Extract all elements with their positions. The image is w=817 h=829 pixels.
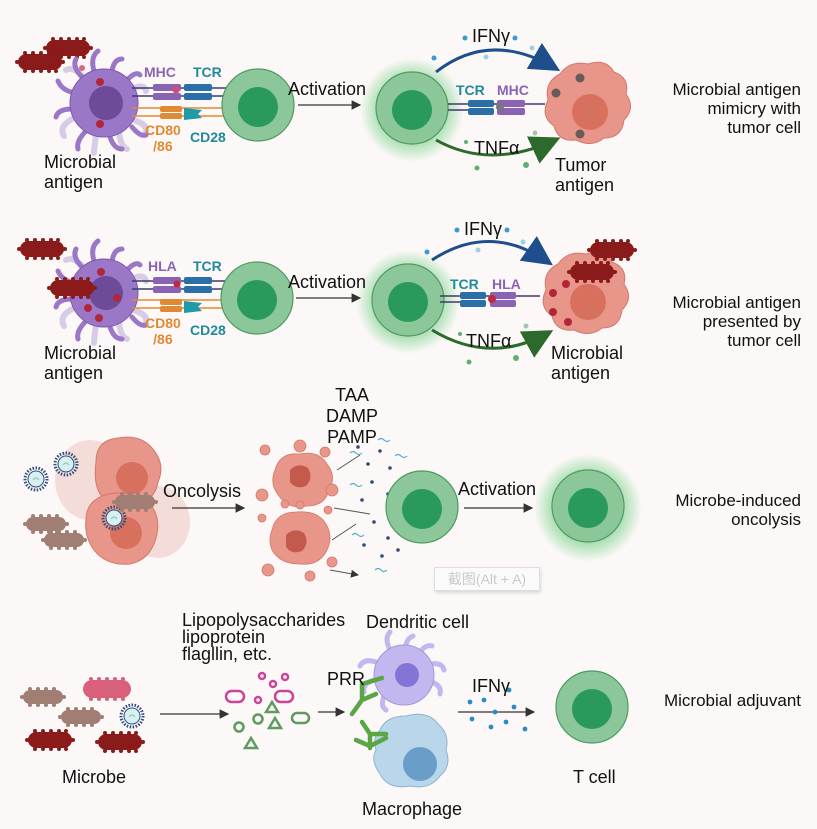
tcr-label: TCR bbox=[193, 258, 222, 274]
cd80-86-label: CD80 /86 bbox=[145, 122, 181, 154]
hla-label: HLA bbox=[148, 258, 177, 274]
microbial-antigen-label: Microbial antigen bbox=[44, 343, 117, 383]
panel-3-caption: Microbe-induced oncolysis bbox=[675, 491, 801, 529]
cd28-molecule-icon bbox=[184, 301, 202, 313]
mhc-label: MHC bbox=[144, 64, 176, 80]
panel-4-caption: Microbial adjuvant bbox=[663, 691, 801, 710]
macrophage-icon bbox=[373, 713, 449, 788]
antigen-dot bbox=[96, 78, 104, 86]
microbe-label: Microbe bbox=[62, 767, 127, 787]
hla-molecule-icon bbox=[153, 277, 181, 293]
activated-t-cell-icon bbox=[371, 263, 445, 337]
cytokine-dots bbox=[424, 227, 526, 255]
bacterium-icon bbox=[15, 51, 65, 73]
tcr-molecule-icon bbox=[184, 277, 212, 293]
tumor-nuclei bbox=[286, 465, 311, 553]
bacterium-icon bbox=[95, 731, 145, 753]
ifn-gamma-arrow bbox=[431, 236, 553, 266]
tnf-alpha-label: TNFα bbox=[474, 138, 520, 158]
oncolysis-label: Oncolysis bbox=[163, 481, 242, 501]
right-hla-label: HLA bbox=[492, 276, 521, 292]
bacterium-icon bbox=[58, 707, 104, 727]
released-molecule-dots bbox=[349, 437, 408, 573]
prr-label: PRR bbox=[327, 669, 366, 689]
bacterium-icon bbox=[83, 677, 131, 701]
ifn-gamma-label: IFNγ bbox=[472, 676, 510, 696]
panel-adjuvant bbox=[20, 629, 629, 788]
activated-t-cell-icon bbox=[551, 469, 625, 543]
virus-icon bbox=[119, 703, 145, 729]
dendritic-cell-lilac-icon bbox=[357, 629, 447, 713]
panel-1-caption: Microbial antigen mimicry with tumor cel… bbox=[672, 80, 801, 137]
right-tcr-label: TCR bbox=[456, 82, 485, 98]
ifn-gamma-label: IFNγ bbox=[464, 219, 502, 239]
right-tcr-label: TCR bbox=[450, 276, 479, 292]
prr-receptor-icon bbox=[349, 675, 389, 751]
released-factors-label: TAA DAMP PAMP bbox=[326, 385, 379, 447]
panel-oncolysis bbox=[23, 436, 642, 582]
mhc-molecule-icon bbox=[153, 84, 181, 100]
t-cell-icon bbox=[555, 670, 629, 744]
panel-2-caption: Microbial antigen presented by tumor cel… bbox=[672, 293, 801, 350]
bacterium-icon bbox=[25, 729, 75, 751]
cytokine-dots bbox=[464, 130, 538, 171]
tnf-alpha-label: TNFα bbox=[466, 331, 512, 351]
cd28-molecule-icon bbox=[184, 108, 202, 120]
tumor-antigen-label: Tumor antigen bbox=[555, 155, 615, 195]
bacterium-icon bbox=[47, 277, 97, 299]
antigen-dot bbox=[79, 65, 85, 71]
cd80-86-label: CD80 /86 bbox=[145, 315, 181, 347]
pamp-molecules-icon bbox=[224, 671, 311, 750]
bacterium-icon bbox=[20, 687, 66, 707]
tnf-alpha-arrow bbox=[431, 328, 554, 358]
lysed-tumor-fragments-icon bbox=[255, 439, 339, 582]
right-tcr-molecule-icon bbox=[448, 100, 545, 115]
cytokine-dots bbox=[431, 35, 535, 61]
antigen-dots bbox=[549, 280, 572, 326]
tnf-alpha-arrow bbox=[435, 136, 561, 164]
tcr-label: TCR bbox=[193, 64, 222, 80]
cd28-label: CD28 bbox=[190, 322, 226, 338]
microbial-antigen-target-label: Microbial antigen bbox=[551, 343, 624, 383]
antigen-dots bbox=[84, 268, 121, 322]
bacterium-icon bbox=[17, 238, 67, 260]
tcr-molecule-icon bbox=[184, 84, 212, 100]
activation-label: Activation bbox=[288, 272, 367, 292]
tumor-cell-icon bbox=[544, 61, 632, 145]
panel-mimicry bbox=[15, 35, 632, 171]
right-hla-molecule-icon bbox=[488, 292, 516, 307]
cytokine-dots bbox=[467, 687, 528, 732]
dendritic-cell-label: Dendritic cell bbox=[366, 612, 470, 632]
t-cell-icon bbox=[221, 68, 295, 142]
cd80-molecule-icon bbox=[160, 299, 182, 312]
activated-t-cell-icon bbox=[375, 71, 449, 145]
right-mhc-label: MHC bbox=[497, 82, 529, 98]
t-cell-icon bbox=[220, 261, 294, 335]
ifn-gamma-arrow bbox=[435, 42, 561, 74]
pamp-label: Lipopolysaccharides lipoprotein flagllin… bbox=[182, 610, 346, 664]
cd80-molecule-icon bbox=[160, 106, 182, 119]
dendritic-cell-icon bbox=[56, 51, 146, 153]
activation-label: Activation bbox=[458, 479, 537, 499]
macrophage-label: Macrophage bbox=[362, 799, 463, 819]
screenshot-shortcut-tooltip[interactable]: 截图(Alt + A) bbox=[434, 567, 540, 591]
right-mhc-molecule-icon bbox=[496, 100, 525, 115]
ifn-gamma-label: IFNγ bbox=[472, 26, 510, 46]
tumor-antigen-dots bbox=[551, 73, 585, 139]
cd28-label: CD28 bbox=[190, 129, 226, 145]
microbial-antigen-label: Microbial antigen bbox=[44, 152, 117, 192]
release-pointer-lines bbox=[329, 454, 371, 578]
synapse-lines bbox=[132, 280, 235, 309]
bacterium-icon bbox=[23, 514, 69, 534]
antigen-dot bbox=[96, 120, 104, 128]
panel-presented bbox=[17, 227, 637, 365]
virus-icon bbox=[23, 466, 49, 492]
cytokine-dots bbox=[458, 323, 529, 365]
synapse-lines bbox=[132, 87, 235, 117]
t-cell-label: T cell bbox=[573, 767, 616, 787]
activation-label: Activation bbox=[288, 79, 367, 99]
t-cell-icon bbox=[385, 470, 459, 544]
